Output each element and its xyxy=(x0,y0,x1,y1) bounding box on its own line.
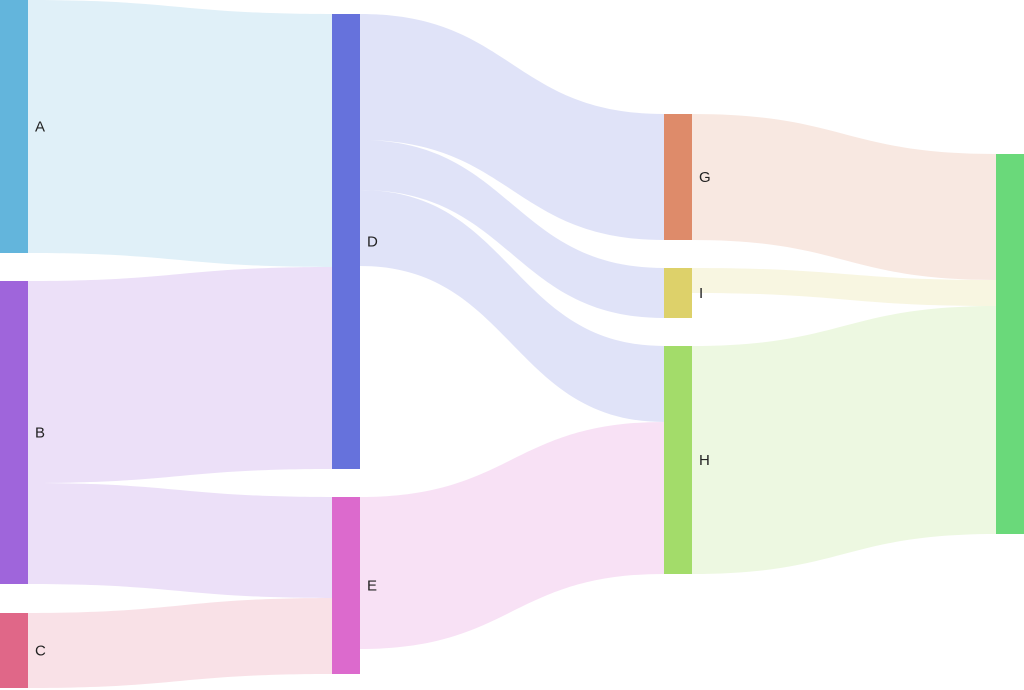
link-a-to-d[interactable] xyxy=(28,0,332,267)
node-label-h: H xyxy=(699,452,710,469)
node-j[interactable] xyxy=(996,154,1024,534)
node-label-i: I xyxy=(699,285,703,302)
node-c[interactable] xyxy=(0,613,28,688)
node-b[interactable] xyxy=(0,281,28,584)
link-h-to-j[interactable] xyxy=(692,306,996,574)
node-g[interactable] xyxy=(664,114,692,240)
node-label-g: G xyxy=(699,169,711,186)
node-i[interactable] xyxy=(664,268,692,318)
link-i-to-j[interactable] xyxy=(692,268,996,306)
node-e[interactable] xyxy=(332,497,360,674)
link-c-to-e[interactable] xyxy=(28,598,332,688)
node-d[interactable] xyxy=(332,14,360,469)
labels-layer: A B C D E G I H xyxy=(35,118,711,659)
node-label-a: A xyxy=(35,118,45,135)
link-b-to-d[interactable] xyxy=(28,267,332,483)
link-g-to-j[interactable] xyxy=(692,114,996,280)
node-h[interactable] xyxy=(664,346,692,574)
node-a[interactable] xyxy=(0,0,28,253)
node-label-d: D xyxy=(367,233,378,250)
link-d-to-i[interactable] xyxy=(360,140,664,318)
links-layer xyxy=(28,0,996,688)
link-b-to-e[interactable] xyxy=(28,483,332,598)
link-e-to-h[interactable] xyxy=(360,422,664,649)
node-label-b: B xyxy=(35,424,45,441)
node-label-c: C xyxy=(35,642,46,659)
node-label-e: E xyxy=(367,577,377,594)
link-d-to-h[interactable] xyxy=(360,190,664,422)
link-d-to-g[interactable] xyxy=(360,14,664,240)
